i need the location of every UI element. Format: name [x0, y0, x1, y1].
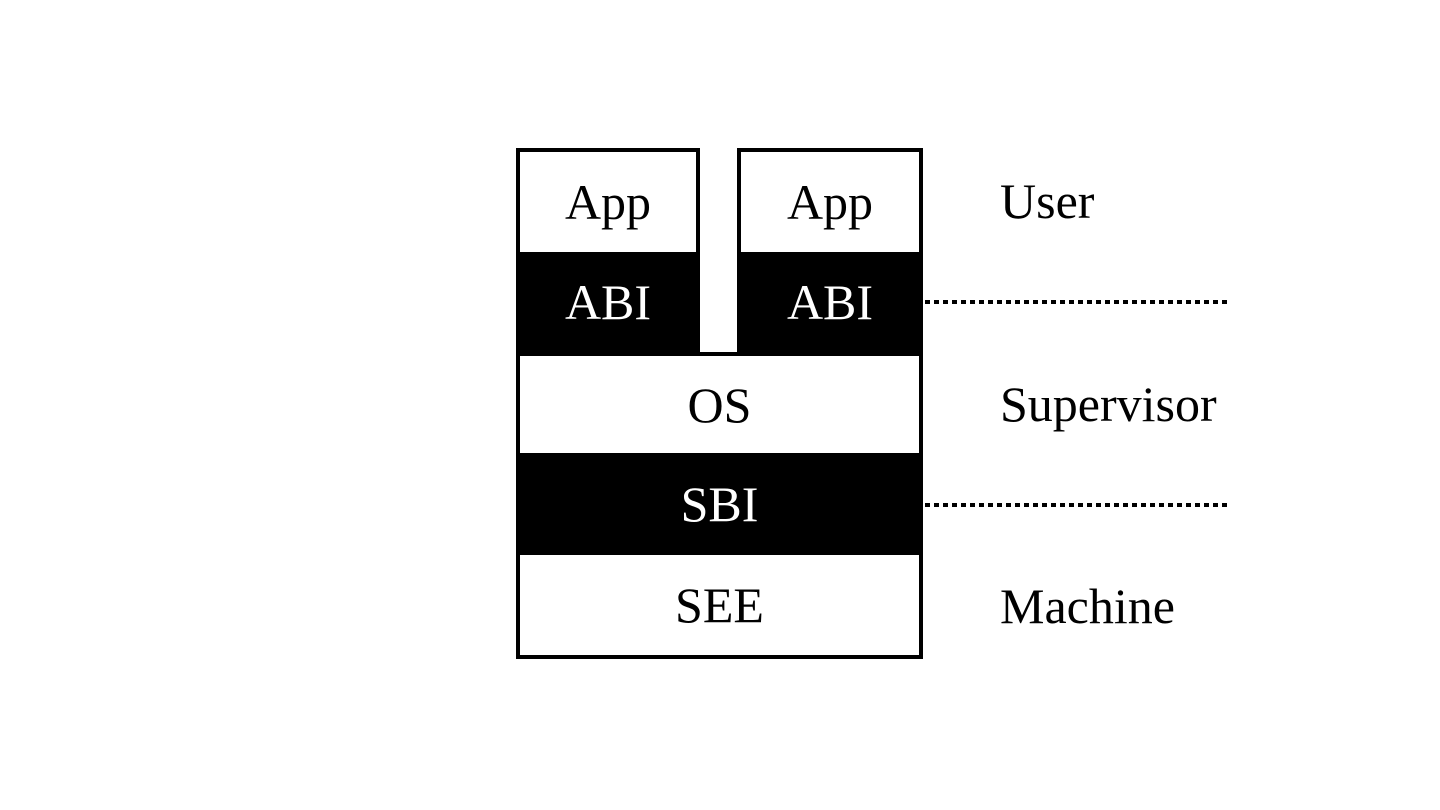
privilege-label-user: User	[1000, 173, 1095, 229]
see-box: SEE	[520, 555, 919, 655]
os-box: OS	[520, 356, 919, 453]
app-stack-right: App ABI	[737, 148, 923, 356]
abi-band: ABI	[520, 252, 696, 352]
supervisor-machine-boundary-dotted-line	[925, 503, 1227, 507]
app-box: App	[741, 152, 919, 252]
user-supervisor-boundary-dotted-line	[925, 300, 1227, 304]
app-stack-left: App ABI	[516, 148, 700, 356]
privilege-label-supervisor: Supervisor	[1000, 376, 1217, 432]
os-sbi-see-stack: OS SBI SEE	[516, 352, 923, 659]
privilege-label-machine: Machine	[1000, 578, 1175, 634]
sbi-band: SBI	[520, 453, 919, 555]
app-box: App	[520, 152, 696, 252]
abi-band: ABI	[741, 252, 919, 352]
